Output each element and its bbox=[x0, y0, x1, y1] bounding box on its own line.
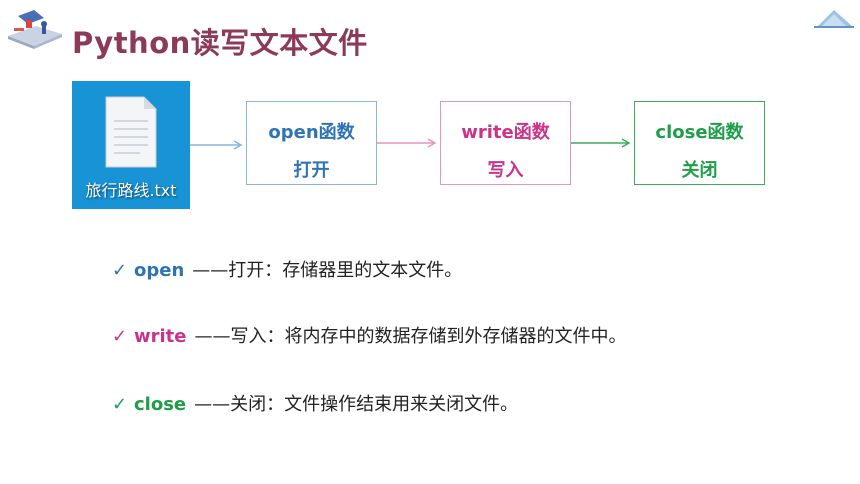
page-title: Python读写文本文件 bbox=[72, 26, 368, 60]
check-icon: ✓ bbox=[112, 326, 128, 347]
file-name: 旅行路线.txt bbox=[85, 181, 177, 200]
close-description-text: 关闭：文件操作结束用来关闭文件。 bbox=[230, 394, 519, 415]
file-tile: 旅行路线.txt bbox=[72, 81, 190, 209]
check-icon: ✓ bbox=[112, 394, 128, 415]
write-description: ✓ write ——写入：将内存中的数据存储到外存储器的文件中。 bbox=[112, 322, 627, 348]
close-action-label: 关闭 bbox=[681, 160, 718, 181]
open-description-text: 打开：存储器里的文本文件。 bbox=[228, 260, 463, 281]
close-keyword: close bbox=[134, 394, 187, 415]
check-icon: ✓ bbox=[112, 260, 128, 281]
open-action-label: 打开 bbox=[293, 160, 330, 181]
arrow-write-to-close bbox=[571, 138, 631, 148]
arrow-open-to-write bbox=[377, 138, 437, 148]
write-description-text: 写入：将内存中的数据存储到外存储器的文件中。 bbox=[230, 326, 627, 347]
close-description: ✓ close ——关闭：文件操作结束用来关闭文件。 bbox=[112, 390, 518, 416]
write-action-label: 写入 bbox=[487, 160, 524, 181]
open-description: ✓ open ——打开：存储器里的文本文件。 bbox=[112, 256, 462, 282]
dash: —— bbox=[194, 326, 231, 347]
text-file-icon bbox=[105, 96, 157, 168]
write-function-box: write函数 写入 bbox=[440, 101, 571, 185]
open-function-box: open函数 打开 bbox=[246, 101, 377, 185]
logo-icon bbox=[8, 10, 62, 49]
dash: —— bbox=[192, 260, 229, 281]
corner-triangle-icon bbox=[814, 10, 854, 28]
close-function-box: close函数 关闭 bbox=[634, 101, 765, 185]
open-function-label: open函数 bbox=[268, 122, 355, 143]
write-keyword: write bbox=[134, 326, 187, 347]
arrow-file-to-open bbox=[190, 140, 243, 150]
write-function-label: write函数 bbox=[461, 122, 550, 143]
dash: —— bbox=[194, 394, 231, 415]
close-function-label: close函数 bbox=[655, 122, 744, 143]
open-keyword: open bbox=[134, 260, 185, 281]
